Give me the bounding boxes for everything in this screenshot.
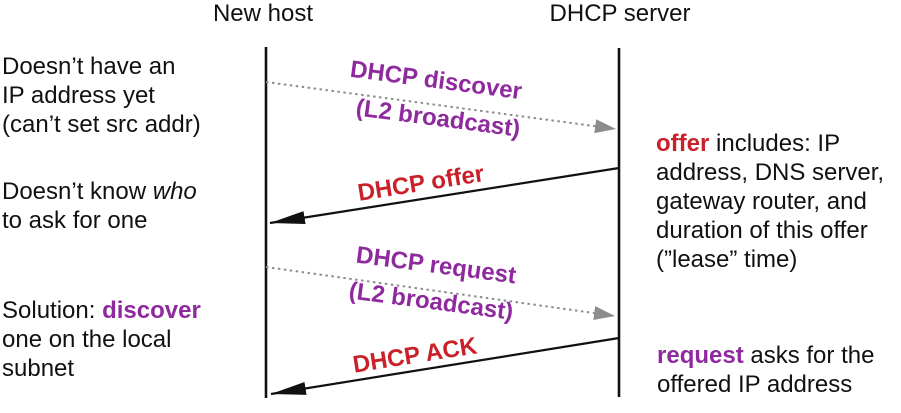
note-line: duration of this offer — [656, 217, 868, 244]
note-line: Solution: discover — [2, 296, 201, 325]
dhcp-server-header: DHCP server — [549, 0, 691, 27]
note-line: IP address yet — [2, 82, 155, 109]
note-text: includes: IP — [709, 130, 841, 157]
note-text: asks for the — [743, 342, 875, 369]
note-line: offer includes: IP — [656, 129, 884, 158]
note-line: one on the local — [2, 326, 172, 353]
request-keyword: request — [657, 342, 744, 369]
discover-keyword: discover — [102, 297, 201, 324]
note-line: request asks for the — [657, 341, 874, 370]
offer-keyword: offer — [656, 130, 710, 157]
note-doesnt-know-who: Doesn’t know who to ask for one — [2, 177, 197, 235]
dhcp-offer-arrow — [269, 166, 620, 225]
note-line: gateway router, and — [656, 188, 867, 215]
new-host-header: New host — [212, 0, 314, 27]
note-line: to ask for one — [2, 207, 148, 234]
note-line: subnet — [2, 355, 75, 382]
note-no-ip-address: Doesn’t have an IP address yet (can’t se… — [2, 52, 201, 139]
note-line: Doesn’t have an — [2, 53, 176, 80]
note-line: (can’t set src addr) — [2, 111, 201, 138]
dhcp-request-arrow — [265, 266, 616, 321]
note-text: Solution: — [2, 297, 103, 324]
note-solution-discover: Solution: discover one on the local subn… — [2, 296, 201, 383]
dhcp-ack-arrow — [270, 336, 620, 396]
note-line: (”lease” time) — [656, 246, 798, 273]
note-line: offered IP address — [657, 371, 853, 398]
dhcp-discover-arrow — [265, 81, 617, 134]
note-request-asks: request asks for the offered IP address — [657, 341, 874, 399]
note-line: Doesn’t know who — [2, 177, 197, 206]
note-line: address, DNS server, — [656, 159, 885, 186]
note-offer-includes: offer includes: IP address, DNS server, … — [656, 129, 884, 274]
note-text: Doesn’t know — [2, 178, 153, 205]
note-text-italic: who — [152, 178, 197, 205]
